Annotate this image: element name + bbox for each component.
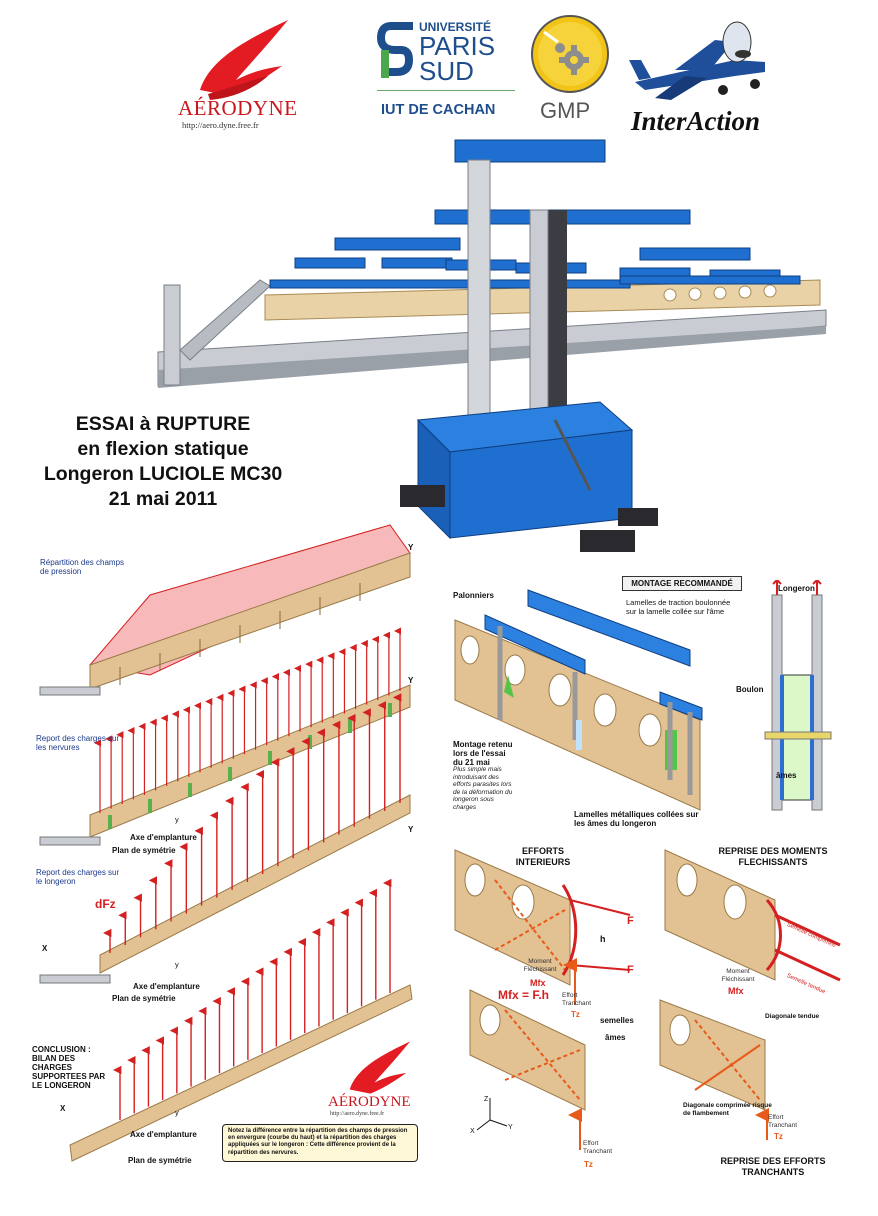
gmp-logo: GMP — [528, 12, 613, 127]
label-plan-3: Plan de symétrie — [128, 1156, 192, 1165]
label-palonniers: Palonniers — [453, 591, 494, 600]
label-axe-1: Axe d'emplanture — [130, 833, 197, 842]
label-plan-1: Plan de symétrie — [112, 846, 176, 855]
label-lamelles-metal: Lamelles métalliques collées sur les âme… — [574, 810, 699, 828]
gmp-gear-icon — [531, 15, 609, 93]
mfx-equation: Mfx = F.h — [498, 988, 550, 1002]
effort-tranchant-3: Effort Tranchant — [768, 1114, 798, 1129]
aerodyne-name: AÉRODYNE — [178, 96, 298, 120]
label-plan-2: Plan de symétrie — [112, 994, 176, 1003]
tz-label-2: Tz — [584, 1160, 593, 1169]
logo-divider — [377, 90, 515, 91]
axis-y-small-2: y — [175, 960, 179, 969]
title-line-1: ESSAI à RUPTURE — [75, 413, 251, 435]
interaction-label: InterAction — [631, 106, 761, 136]
paris-sud-s-icon — [377, 22, 414, 78]
label-conclusion: CONCLUSION : BILAN DES CHARGES SUPPORTEE… — [32, 1045, 106, 1090]
label-report-nervures: Report des charges sur les nervures — [36, 734, 120, 752]
aerodyne-wing-icon — [200, 20, 288, 100]
label-ames: âmes — [776, 771, 797, 780]
axis-z: Z — [484, 1096, 489, 1103]
univ-top: UNIVERSITÉ — [419, 20, 492, 34]
label-boulon: Boulon — [736, 685, 764, 694]
title-line-4: 21 mai 2011 — [108, 488, 218, 510]
diagonale-tendue: Diagonale tendue — [765, 1013, 820, 1020]
label-dfz: dFz — [95, 897, 116, 911]
note-text: Notez la différence entre la répartition… — [228, 1128, 408, 1156]
efforts-illustration — [454, 849, 841, 1150]
aerodyne-url: http://aero.dyne.free.fr — [182, 120, 259, 130]
axis-y-small-3: y — [175, 1108, 179, 1117]
montage-recommande: MONTAGE RECOMMANDÉ — [631, 579, 733, 588]
label-report-longeron: Report des charges sur le longeron — [36, 868, 120, 886]
gmp-label: GMP — [540, 98, 591, 123]
interaction-logo: InterAction — [615, 20, 795, 138]
effort-tranchant-1: Effort Tranchant — [562, 992, 592, 1007]
label-repartition: Répartition des champs de pression — [40, 558, 125, 576]
force-f-bottom: F — [627, 964, 634, 976]
moment-label-2: Moment Fléchissant — [721, 968, 755, 983]
montage-illustration — [454, 580, 832, 811]
label-montage-retenu: Montage retenu lors de l'essai du 21 mai — [453, 740, 513, 767]
aerodyne-small-logo: AÉRODYNE http://aero.dyne.free.fr — [328, 1040, 423, 1120]
paris-sud-logo: UNIVERSITÉ PARIS SUD IUT DE CACHAN — [375, 18, 525, 128]
moment-label-1: Moment Fléchissant — [523, 958, 557, 973]
aerodyne-small-url: http://aero.dyne.free.fr — [330, 1111, 385, 1117]
aerodyne-small-wing-icon — [349, 1041, 411, 1094]
axis-y-1: Y — [408, 543, 414, 552]
univ-sud: SUD — [419, 56, 474, 86]
label-montage-note: Plus simple mais introduisant des effort… — [453, 766, 513, 811]
mfx-label-2: Mfx — [728, 986, 744, 996]
axis-x-1: X — [42, 944, 48, 953]
reprise-efforts-heading: REPRISE DES EFFORTS TRANCHANTS — [720, 1156, 826, 1177]
tz-label-3: Tz — [774, 1132, 783, 1141]
reprise-moments-heading: REPRISE DES MOMENTS FLECHISSANTS — [718, 846, 828, 867]
label-lamelles-traction: Lamelles de traction boulonnée sur la la… — [626, 598, 731, 616]
axis-y-3: Y — [408, 825, 414, 834]
label-ames-2: âmes — [605, 1033, 626, 1042]
axis-y-2: Y — [408, 676, 414, 685]
tz-label-1: Tz — [571, 1010, 580, 1019]
iut-label: IUT DE CACHAN — [381, 102, 496, 118]
main-title: ESSAI à RUPTURE en flexion statique Long… — [28, 412, 298, 512]
axis-x-2: X — [60, 1104, 66, 1113]
axis-y: Y — [508, 1124, 513, 1131]
effort-tranchant-2: Effort Tranchant — [583, 1140, 613, 1155]
diagonale-comprimee: Diagonale comprimée risque de flambement — [683, 1102, 772, 1117]
title-line-3: Longeron LUCIOLE MC30 — [43, 463, 283, 485]
force-f-top: F — [627, 915, 634, 927]
label-axe-3: Axe d'emplanture — [130, 1130, 197, 1139]
aerodyne-logo: AÉRODYNE http://aero.dyne.free.fr — [170, 18, 305, 133]
axis-y-small-1: y — [175, 815, 179, 824]
efforts-interieurs-heading: EFFORTS INTERIEURS — [515, 846, 571, 867]
axis-x: X — [470, 1128, 475, 1135]
aerodyne-small-name: AÉRODYNE — [328, 1094, 411, 1110]
note-box: Notez la différence entre la répartition… — [222, 1124, 418, 1162]
airplane-icon — [629, 21, 765, 100]
label-longeron: Longeron — [778, 584, 815, 593]
title-line-2: en flexion statique — [77, 438, 249, 460]
univ-paris: PARIS — [419, 31, 496, 61]
test-rig-illustration — [157, 139, 827, 552]
load-distribution-diagrams — [39, 524, 413, 1162]
height-h: h — [600, 934, 606, 944]
label-axe-2: Axe d'emplanture — [133, 982, 200, 991]
label-semelles: semelles — [600, 1016, 634, 1025]
mfx-label-1: Mfx — [530, 978, 546, 988]
montage-recommande-box: MONTAGE RECOMMANDÉ — [622, 576, 742, 591]
